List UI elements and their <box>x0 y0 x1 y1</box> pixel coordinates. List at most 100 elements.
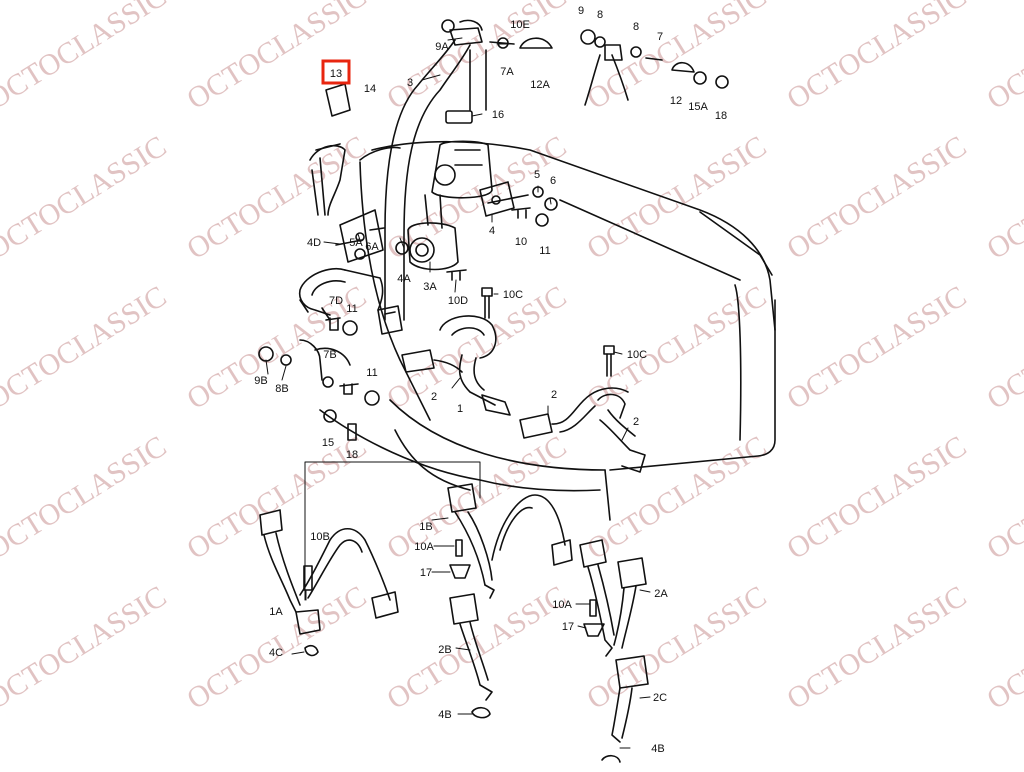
callout-1B[interactable]: 1B <box>419 521 432 533</box>
callout-9[interactable]: 9 <box>578 5 584 17</box>
upper-belt-3 <box>384 19 487 321</box>
callout-2[interactable]: 2 <box>431 391 437 403</box>
callout-18[interactable]: 18 <box>715 110 727 122</box>
watermark-text: OCTOCLASSIC <box>0 580 172 716</box>
callout-5A[interactable]: 5A <box>349 237 363 249</box>
callout-6[interactable]: 6 <box>550 175 556 187</box>
tongue-near-seat <box>377 305 403 335</box>
watermark-text: OCTOCLASSIC <box>781 0 972 116</box>
bolt-10C-hardware <box>481 287 615 377</box>
callout-2B[interactable]: 2B <box>438 644 451 656</box>
lower-center-assembly <box>447 483 573 719</box>
callout-2[interactable]: 2 <box>551 389 557 401</box>
watermark-text: OCTOCLASSIC <box>181 430 372 566</box>
watermark-text: OCTOCLASSIC <box>381 0 572 116</box>
callout-9B[interactable]: 9B <box>254 375 267 387</box>
rear-seat-back-outline <box>359 140 776 521</box>
callout-13[interactable]: 13 <box>330 68 342 80</box>
line-art <box>258 19 776 763</box>
left-lap-belt-loop <box>298 268 384 321</box>
lower-left-assembly-1A <box>259 509 399 657</box>
retractor-plate-4 <box>479 181 529 217</box>
callout-5[interactable]: 5 <box>534 169 540 181</box>
callout-4A[interactable]: 4A <box>397 273 411 285</box>
watermark-text: OCTOCLASSIC <box>181 0 372 116</box>
watermark-text: OCTOCLASSIC <box>581 130 772 266</box>
callout-10A[interactable]: 10A <box>552 599 572 611</box>
watermark-text: OCTOCLASSIC <box>581 580 772 716</box>
callout-16[interactable]: 16 <box>492 109 504 121</box>
callout-10E[interactable]: 10E <box>510 19 530 31</box>
right-upper-hardware <box>580 29 729 106</box>
callout-7D[interactable]: 7D <box>329 295 343 307</box>
retractor-16 <box>431 110 493 199</box>
watermark-text: OCTOCLASSIC <box>0 130 172 266</box>
watermark-text: OCTOCLASSIC <box>181 130 372 266</box>
watermark-text: OCTOCLASSIC <box>781 280 972 416</box>
watermark-text: OCTOCLASSIC <box>581 280 772 416</box>
callout-7B[interactable]: 7B <box>323 349 336 361</box>
callout-labels: 13 14 3 9A 10E 7A 12A 9 8 8 7 12 15A 18 … <box>254 5 727 755</box>
watermark-text: OCTOCLASSIC <box>0 280 172 416</box>
center-belt-1 <box>401 315 511 416</box>
callout-2[interactable]: 2 <box>633 416 639 428</box>
left-upper-anchor <box>309 83 351 216</box>
watermark-text: OCTOCLASSIC <box>581 430 772 566</box>
callout-3A[interactable]: 3A <box>423 281 437 293</box>
leader-frame-left <box>304 461 481 601</box>
callout-9A[interactable]: 9A <box>435 41 449 53</box>
watermark-text: OCTOCLASSIC <box>981 130 1024 266</box>
watermark-text: OCTOCLASSIC <box>0 0 172 116</box>
callout-12[interactable]: 12 <box>670 95 682 107</box>
watermark-text: OCTOCLASSIC <box>981 0 1024 116</box>
highlight-box-13 <box>321 59 351 85</box>
callout-4C[interactable]: 4C <box>269 647 283 659</box>
watermark-text: OCTOCLASSIC <box>0 430 172 566</box>
retractor-3A <box>407 194 459 271</box>
watermark-text: OCTOCLASSIC <box>981 430 1024 566</box>
callout-10D[interactable]: 10D <box>448 295 468 307</box>
callout-1A[interactable]: 1A <box>269 606 283 618</box>
watermark-text: OCTOCLASSIC <box>781 130 972 266</box>
callout-2A[interactable]: 2A <box>654 588 668 600</box>
callout-4B[interactable]: 4B <box>438 709 451 721</box>
callout-4B[interactable]: 4B <box>651 743 664 755</box>
callout-4D[interactable]: 4D <box>307 237 321 249</box>
callout-4[interactable]: 4 <box>489 225 495 237</box>
callout-10[interactable]: 10 <box>515 236 527 248</box>
callout-10B[interactable]: 10B <box>310 531 330 543</box>
callout-1[interactable]: 1 <box>457 403 463 415</box>
leader-lines <box>265 37 651 749</box>
callout-10C[interactable]: 10C <box>503 289 523 301</box>
plate-4D <box>335 209 385 263</box>
watermark-text: OCTOCLASSIC <box>181 280 372 416</box>
callout-3[interactable]: 3 <box>407 77 413 89</box>
callout-11[interactable]: 11 <box>539 245 550 257</box>
lower-right-assembly <box>579 539 649 763</box>
watermark-text: OCTOCLASSIC <box>981 580 1024 716</box>
callout-10A[interactable]: 10A <box>414 541 434 553</box>
callout-14[interactable]: 14 <box>364 83 376 95</box>
left-hardware-cluster <box>258 317 380 441</box>
callout-18[interactable]: 18 <box>346 449 358 461</box>
callout-15A[interactable]: 15A <box>688 101 708 113</box>
callout-8[interactable]: 8 <box>597 9 603 21</box>
callout-6A[interactable]: 6A <box>365 241 379 253</box>
callout-11[interactable]: 11 <box>346 303 357 315</box>
right-belt-2 <box>519 387 646 473</box>
callout-11[interactable]: 11 <box>366 367 377 379</box>
callout-15[interactable]: 15 <box>322 437 334 449</box>
callout-10C[interactable]: 10C <box>627 349 647 361</box>
callout-7[interactable]: 7 <box>657 31 663 43</box>
callout-8B[interactable]: 8B <box>275 383 288 395</box>
callout-8[interactable]: 8 <box>633 21 639 33</box>
callout-2C[interactable]: 2C <box>653 692 667 704</box>
watermark-text: OCTOCLASSIC <box>781 580 972 716</box>
callout-7A[interactable]: 7A <box>500 66 514 78</box>
callout-17[interactable]: 17 <box>562 621 574 633</box>
callout-17[interactable]: 17 <box>420 567 432 579</box>
callout-12A[interactable]: 12A <box>530 79 550 91</box>
